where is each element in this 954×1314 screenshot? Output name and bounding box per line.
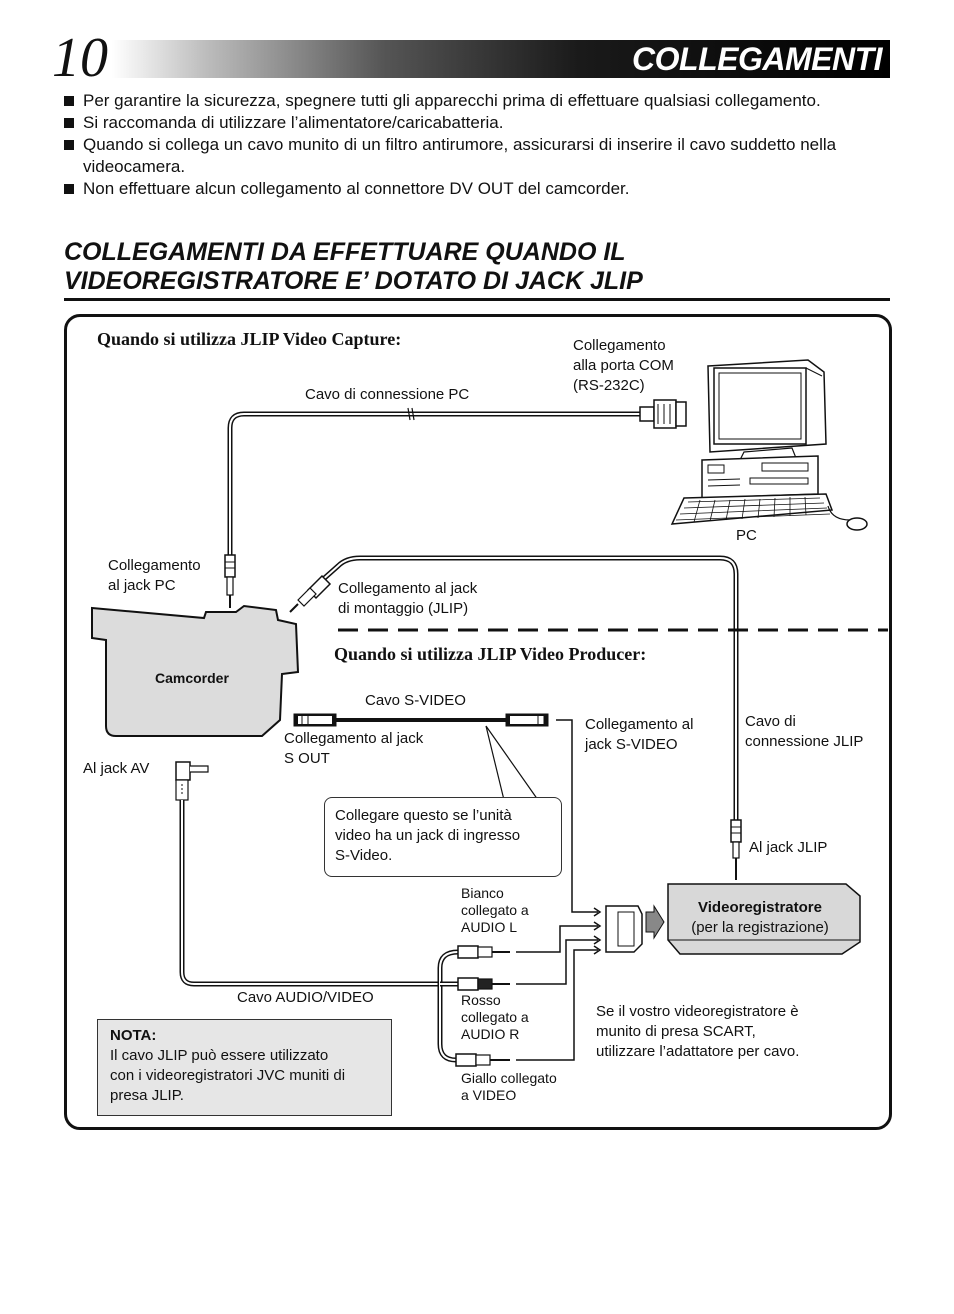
keyboard-icon (670, 493, 834, 525)
bullet-square-icon (64, 118, 74, 128)
pc-cable-label: Cavo di connessione PC (305, 386, 470, 403)
diagram-frame (64, 314, 892, 1130)
callout-line: video ha un jack di ingresso (335, 827, 521, 844)
note-text: Il cavo JLIP può essere utilizzato (110, 1047, 329, 1064)
db9-connector-icon (639, 399, 687, 429)
list-item-text: Quando si collega un cavo munito di un f… (83, 135, 837, 176)
rca-white-plug-icon (457, 945, 510, 959)
title-bar: COLLEGAMENTI (112, 40, 890, 78)
pc-cable (227, 411, 640, 555)
svideo-callout: Collegare questo se l’unità video ha un j… (324, 797, 562, 877)
jlip-vcr-plug-icon (730, 819, 742, 880)
av-jack-label: Al jack AV (83, 760, 150, 777)
pc-monitor-icon (707, 359, 827, 461)
ferrite-mark (407, 407, 415, 421)
camcorder-label: Camcorder (155, 670, 229, 686)
callout-pointer (485, 725, 539, 801)
precautions-list: Per garantire la sicurezza, spegnere tut… (64, 90, 864, 200)
camcorder-icon (91, 604, 300, 737)
vcr-title: Videoregistratore (698, 899, 822, 916)
list-item-text: Non effettuare alcun collegamento al con… (83, 179, 630, 198)
callout-line: Collegare questo se l’unità (335, 807, 512, 824)
vcr-subtitle: (per la registrazione) (691, 919, 829, 936)
vcr-icon (667, 883, 861, 955)
section-heading-line2: VIDEOREGISTRATORE E’ DOTATO DI JACK JLIP (64, 267, 643, 295)
jlip-jack-label: Al jack JLIP (749, 839, 828, 856)
bullet-square-icon (64, 140, 74, 150)
list-item: Si raccomanda di utilizzare l’alimentato… (64, 112, 864, 134)
svideo-cable-label: Cavo S-VIDEO (365, 692, 466, 709)
scart-adapter-icon (605, 905, 643, 953)
capture-heading: Quando si utilizza JLIP Video Capture: (97, 329, 402, 349)
mouse-icon (827, 505, 868, 531)
note-box: NOTA: Il cavo JLIP può essere utilizzato… (97, 1019, 392, 1116)
note-label: NOTA: (110, 1027, 157, 1044)
av-cable-label: Cavo AUDIO/VIDEO (237, 989, 374, 1006)
list-item-text: Si raccomanda di utilizzare l’alimentato… (83, 113, 504, 132)
producer-heading: Quando si utilizza JLIP Video Producer: (334, 644, 647, 664)
note-text: con i videoregistratori JVC muniti di (110, 1067, 346, 1084)
list-item-text: Per garantire la sicurezza, spegnere tut… (83, 91, 821, 110)
list-item: Per garantire la sicurezza, spegnere tut… (64, 90, 864, 112)
vcr-label: Videoregistratore (per la registrazione) (660, 898, 860, 938)
pc-label: PC (736, 527, 757, 544)
list-item: Non effettuare alcun collegamento al con… (64, 178, 864, 200)
av-jack-plug-icon (175, 761, 209, 801)
jlip-edit-plug-icon (289, 574, 332, 613)
svideo-cable (293, 713, 602, 917)
pc-jack-plug-icon (224, 554, 236, 608)
bullet-square-icon (64, 184, 74, 194)
arrow-right-icon (645, 904, 665, 940)
bullet-square-icon (64, 96, 74, 106)
pc-case-icon (701, 455, 819, 499)
callout-line: S-Video. (335, 847, 393, 864)
page-number: 10 (52, 27, 108, 89)
section-heading: COLLEGAMENTI DA EFFETTUARE QUANDO IL VID… (64, 238, 890, 296)
section-heading-line1: COLLEGAMENTI DA EFFETTUARE QUANDO IL (64, 238, 626, 266)
heading-rule (64, 298, 890, 301)
list-item: Quando si collega un cavo munito di un f… (64, 134, 864, 178)
note-text: presa JLIP. (110, 1087, 184, 1104)
rca-red-plug-icon (457, 977, 510, 991)
page-title: COLLEGAMENTI (632, 41, 882, 77)
rca-yellow-plug-icon (455, 1053, 510, 1067)
